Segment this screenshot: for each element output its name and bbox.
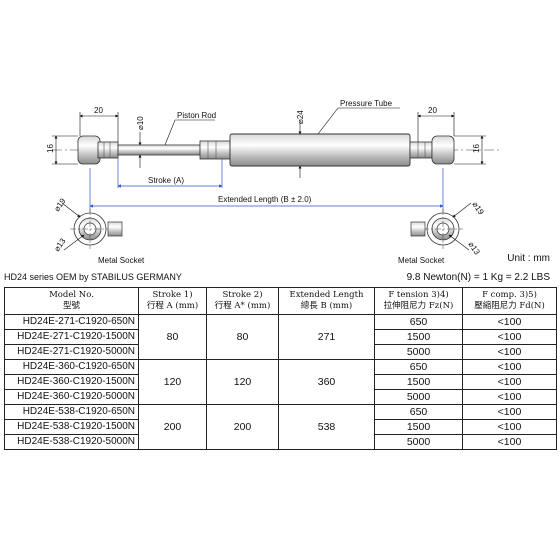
- extended-length-dimension: [89, 168, 444, 212]
- tension-cell: 1500: [374, 419, 463, 435]
- length-cell: 360: [278, 359, 375, 405]
- stroke2-cell: 80: [206, 314, 279, 360]
- pressure-tube-label: Pressure Tube: [340, 99, 393, 108]
- table-row: HD24E-538-C1920-1500N 1500 <100: [4, 419, 557, 435]
- model-cell: HD24E-360-C1920-1500N: [4, 374, 139, 390]
- rod-diameter-value: ⌀10: [136, 116, 145, 130]
- piston-rod: [117, 144, 201, 156]
- left-end-fitting: [77, 135, 119, 165]
- tension-cell: 650: [374, 314, 463, 330]
- pressure-tube: [229, 133, 411, 167]
- piston-rod-leader: [164, 119, 215, 146]
- comp-cell: <100: [462, 374, 557, 390]
- comp-cell: <100: [462, 419, 557, 435]
- series-note: HD24 series OEM by STABILUS GERMANY: [4, 272, 182, 282]
- col-header-stroke1: Stroke 1)行程 A (mm): [138, 287, 207, 315]
- model-cell: HD24E-271-C1920-5000N: [4, 344, 139, 360]
- model-cell: HD24E-538-C1920-5000N: [4, 434, 139, 450]
- stroke-dimension: [117, 158, 223, 188]
- stroke1-cell: 120: [138, 359, 207, 405]
- stroke-label: Stroke (A): [148, 176, 184, 185]
- right-metal-socket: [410, 202, 472, 251]
- right-width-dimension: [417, 112, 455, 142]
- col-header-model: Model No.型號: [4, 287, 139, 315]
- table-row: HD24E-271-C1920-650N 80 80 271 650 <100: [4, 314, 557, 360]
- table-row: HD24E-538-C1920-5000N 5000 <100: [4, 434, 557, 450]
- tension-cell: 5000: [374, 389, 463, 405]
- left-socket-outer-dia: ⌀19: [52, 196, 68, 213]
- comp-cell: <100: [462, 404, 557, 420]
- comp-cell: <100: [462, 344, 557, 360]
- length-cell: 538: [278, 404, 375, 450]
- right-socket-inner-dia: ⌀13: [466, 240, 482, 257]
- comp-cell: <100: [462, 389, 557, 405]
- left-socket-label: Metal Socket: [98, 256, 145, 265]
- tension-cell: 650: [374, 359, 463, 375]
- right-socket-label: Metal Socket: [398, 256, 445, 265]
- right-end-fitting: [409, 135, 455, 165]
- left-height-value: 16: [46, 144, 55, 153]
- tension-cell: 650: [374, 404, 463, 420]
- left-width-value: 20: [94, 106, 103, 115]
- right-height-dimension: [454, 135, 486, 165]
- model-cell: HD24E-271-C1920-650N: [4, 314, 139, 330]
- table-row: HD24E-360-C1920-1500N 1500 <100: [4, 374, 557, 390]
- table-row: HD24E-360-C1920-5000N 5000 <100: [4, 389, 557, 405]
- right-socket-outer-dia: ⌀19: [470, 200, 486, 217]
- extended-length-label: Extended Length (B ± 2.0): [218, 195, 312, 204]
- conversion-note: 9.8 Newton(N) = 1 Kg = 2.2 LBS: [406, 272, 550, 283]
- table-row: HD24E-538-C1920-650N 200 200 538 650 <10…: [4, 404, 557, 450]
- col-header-tension: F tension 3)4)拉伸阻尼力 Fz(N): [374, 287, 463, 315]
- left-metal-socket: [61, 202, 123, 251]
- unit-note: Unit : mm: [507, 253, 550, 264]
- tension-cell: 1500: [374, 329, 463, 345]
- comp-cell: <100: [462, 329, 557, 345]
- table-header-row: Model No.型號 Stroke 1)行程 A (mm) Stroke 2)…: [4, 287, 557, 315]
- left-height-dimension: [52, 135, 78, 165]
- model-cell: HD24E-271-C1920-1500N: [4, 329, 139, 345]
- table-row: HD24E-271-C1920-5000N 5000 <100: [4, 344, 557, 360]
- right-width-value: 20: [428, 106, 437, 115]
- pressure-tube-leader: [317, 107, 400, 135]
- comp-cell: <100: [462, 434, 557, 450]
- table-row: HD24E-360-C1920-650N 120 120 360 650 <10…: [4, 359, 557, 405]
- comp-cell: <100: [462, 359, 557, 375]
- stroke2-cell: 120: [206, 359, 279, 405]
- col-header-comp: F comp. 3)5)壓縮阻尼力 Fd(N): [462, 287, 557, 315]
- stroke1-cell: 200: [138, 404, 207, 450]
- model-cell: HD24E-538-C1920-1500N: [4, 419, 139, 435]
- tube-diameter-value: ⌀24: [296, 110, 305, 124]
- comp-cell: <100: [462, 314, 557, 330]
- model-cell: HD24E-538-C1920-650N: [4, 404, 139, 420]
- rod-seal: [199, 140, 231, 160]
- right-height-value: 16: [472, 144, 481, 153]
- tension-cell: 5000: [374, 434, 463, 450]
- tension-cell: 1500: [374, 374, 463, 390]
- model-cell: HD24E-360-C1920-5000N: [4, 389, 139, 405]
- stroke1-cell: 80: [138, 314, 207, 360]
- tension-cell: 5000: [374, 344, 463, 360]
- model-cell: HD24E-360-C1920-650N: [4, 359, 139, 375]
- table-row: HD24E-271-C1920-1500N 1500 <100: [4, 329, 557, 345]
- left-width-dimension: [79, 112, 119, 142]
- stroke2-cell: 200: [206, 404, 279, 450]
- gas-spring-technical-drawing: 20 20 ⌀10 ⌀24 16 16 Piston Rod Pressure …: [46, 99, 500, 265]
- piston-rod-label: Piston Rod: [177, 111, 216, 120]
- spec-table: Model No.型號 Stroke 1)行程 A (mm) Stroke 2)…: [4, 287, 557, 450]
- col-header-stroke2: Stroke 2)行程 A* (mm): [206, 287, 279, 315]
- length-cell: 271: [278, 314, 375, 360]
- left-socket-inner-dia: ⌀13: [52, 236, 68, 253]
